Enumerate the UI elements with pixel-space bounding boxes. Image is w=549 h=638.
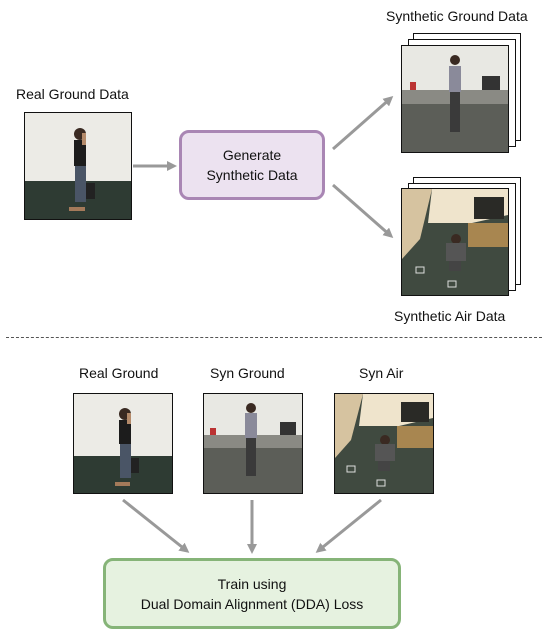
- generate-line1: Generate: [222, 147, 282, 163]
- syn-air-label: Syn Air: [359, 365, 404, 381]
- train-dda-loss-box: Train using Dual Domain Alignment (DDA) …: [103, 558, 401, 629]
- arrow-real-to-train: [122, 498, 190, 553]
- synthetic-ground-data-label: Synthetic Ground Data: [386, 8, 528, 24]
- synthetic-air-image: [401, 188, 509, 296]
- synthetic-air-data-label: Synthetic Air Data: [394, 308, 506, 324]
- real-ground-image: [24, 112, 132, 220]
- train-line2: Dual Domain Alignment (DDA) Loss: [140, 595, 364, 612]
- arrow-generate-to-syn-ground: [332, 96, 394, 151]
- train-line1: Train using: [217, 575, 287, 592]
- syn-ground-label: Syn Ground: [210, 365, 285, 381]
- real-ground-thumbnail: [73, 393, 173, 494]
- arrow-generate-to-syn-air: [332, 183, 394, 238]
- generate-synthetic-data-box: Generate Synthetic Data: [179, 130, 325, 200]
- syn-ground-thumbnail: [203, 393, 303, 494]
- real-ground-label: Real Ground: [79, 365, 159, 381]
- generate-line2: Synthetic Data: [206, 167, 298, 183]
- section-divider: [6, 337, 542, 338]
- real-ground-data-label: Real Ground Data: [16, 86, 129, 102]
- synthetic-ground-image: [401, 45, 509, 153]
- arrow-syn-air-to-train: [315, 498, 382, 553]
- syn-air-thumbnail: [334, 393, 434, 494]
